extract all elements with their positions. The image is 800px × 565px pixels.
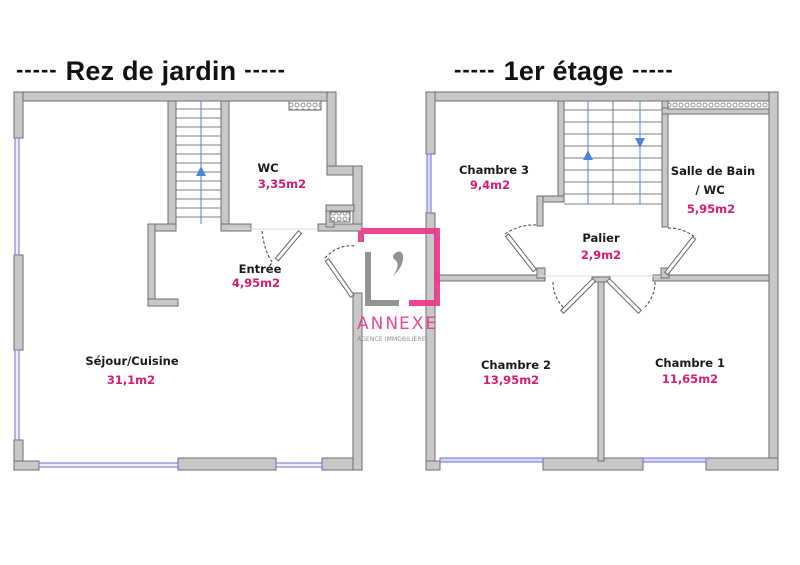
wall xyxy=(177,457,277,471)
door-salle-de-bain xyxy=(664,236,697,276)
room-area-sejour-cuisine: 31,1m2 xyxy=(107,373,155,387)
room-label-salle-de-bain-line2: / WC xyxy=(695,183,724,197)
window xyxy=(14,349,20,441)
ground-floor-plan xyxy=(13,91,363,471)
first-floor-plan xyxy=(425,91,779,471)
room-area-entree: 4,95m2 xyxy=(232,276,280,290)
duct-hatch xyxy=(667,100,770,110)
staircase-first-floor xyxy=(564,101,662,205)
plan-title-ground-floor: ----- Rez de jardin ----- xyxy=(8,56,294,87)
wall xyxy=(220,223,252,232)
staircase-ground xyxy=(176,101,221,224)
wall xyxy=(425,460,441,471)
wall xyxy=(597,278,605,462)
logo-tagline: AGENCE IMMOBILIÈRE xyxy=(357,334,426,343)
wall xyxy=(652,274,770,282)
wall xyxy=(167,100,177,232)
wall xyxy=(147,223,156,307)
door-entrance xyxy=(324,258,355,298)
window xyxy=(642,457,707,463)
title-text: 1er étage xyxy=(503,56,625,86)
window xyxy=(439,457,544,463)
wall xyxy=(557,100,565,199)
room-label-chambre-3: Chambre 3 xyxy=(459,163,529,177)
ground-floor-doors xyxy=(229,228,356,298)
room-label-sejour-cuisine: Séjour/Cuisine xyxy=(85,354,179,368)
wall xyxy=(325,204,355,212)
wall xyxy=(768,91,779,471)
title-dashes-left: ----- xyxy=(454,57,496,82)
window xyxy=(14,137,20,256)
wall xyxy=(661,100,669,228)
first-floor-doors xyxy=(504,224,697,314)
wall xyxy=(317,223,363,232)
room-label-chambre-1: Chambre 1 xyxy=(655,356,725,370)
wall xyxy=(220,100,230,232)
duct-hatch xyxy=(288,100,322,111)
stair-up-arrow-icon xyxy=(196,166,206,176)
first-floor-windows xyxy=(426,153,707,463)
room-label-palier: Palier xyxy=(582,231,620,245)
door-wc xyxy=(274,230,303,262)
wall xyxy=(352,292,363,471)
agency-logo-watermark: ANN EXE AGENCE IMMOBILIÈRE xyxy=(357,228,440,343)
stair-up-arrow-icon xyxy=(583,150,593,160)
wall xyxy=(542,457,644,471)
logo-brand-part2: EXE xyxy=(399,314,438,334)
title-dashes-left: ----- xyxy=(16,57,58,82)
wall xyxy=(425,212,436,471)
wall xyxy=(13,91,337,102)
window xyxy=(426,153,432,214)
stair-down-arrow-icon xyxy=(635,138,645,148)
logo-brand-part1: ANN xyxy=(357,314,400,334)
room-label-wc: WC xyxy=(257,161,278,175)
room-area-palier: 2,9m2 xyxy=(581,248,621,262)
wall xyxy=(147,298,179,307)
ground-floor-windows xyxy=(14,137,323,468)
room-label-salle-de-bain: Salle de Bain xyxy=(671,164,755,178)
door-chambre-2 xyxy=(560,277,597,314)
room-area-chambre-3: 9,4m2 xyxy=(470,178,510,192)
room-area-wc: 3,35m2 xyxy=(258,177,306,191)
title-text: Rez de jardin xyxy=(65,56,237,86)
window xyxy=(275,462,323,468)
wall xyxy=(434,274,546,282)
wall xyxy=(326,91,337,175)
duct-hatch xyxy=(329,211,351,223)
window xyxy=(38,462,179,468)
wall xyxy=(705,457,779,471)
title-dashes-right: ----- xyxy=(244,57,286,82)
wall xyxy=(13,91,24,139)
room-label-entree: Entrée xyxy=(239,262,282,276)
door-chambre-1 xyxy=(605,277,642,314)
title-dashes-right: ----- xyxy=(632,57,674,82)
wall xyxy=(425,91,779,102)
wall xyxy=(352,165,363,231)
wall xyxy=(536,267,546,279)
door-chambre-3 xyxy=(504,233,537,273)
room-area-chambre-2: 13,95m2 xyxy=(483,373,539,387)
wall xyxy=(536,195,544,227)
room-area-salle-de-bain: 5,95m2 xyxy=(687,202,735,216)
wall xyxy=(425,91,436,155)
room-label-chambre-2: Chambre 2 xyxy=(481,358,551,372)
wall xyxy=(13,460,40,471)
room-area-chambre-1: 11,65m2 xyxy=(662,372,718,386)
wall xyxy=(13,254,24,351)
plan-title-first-floor: ----- 1er étage ----- xyxy=(446,56,682,87)
